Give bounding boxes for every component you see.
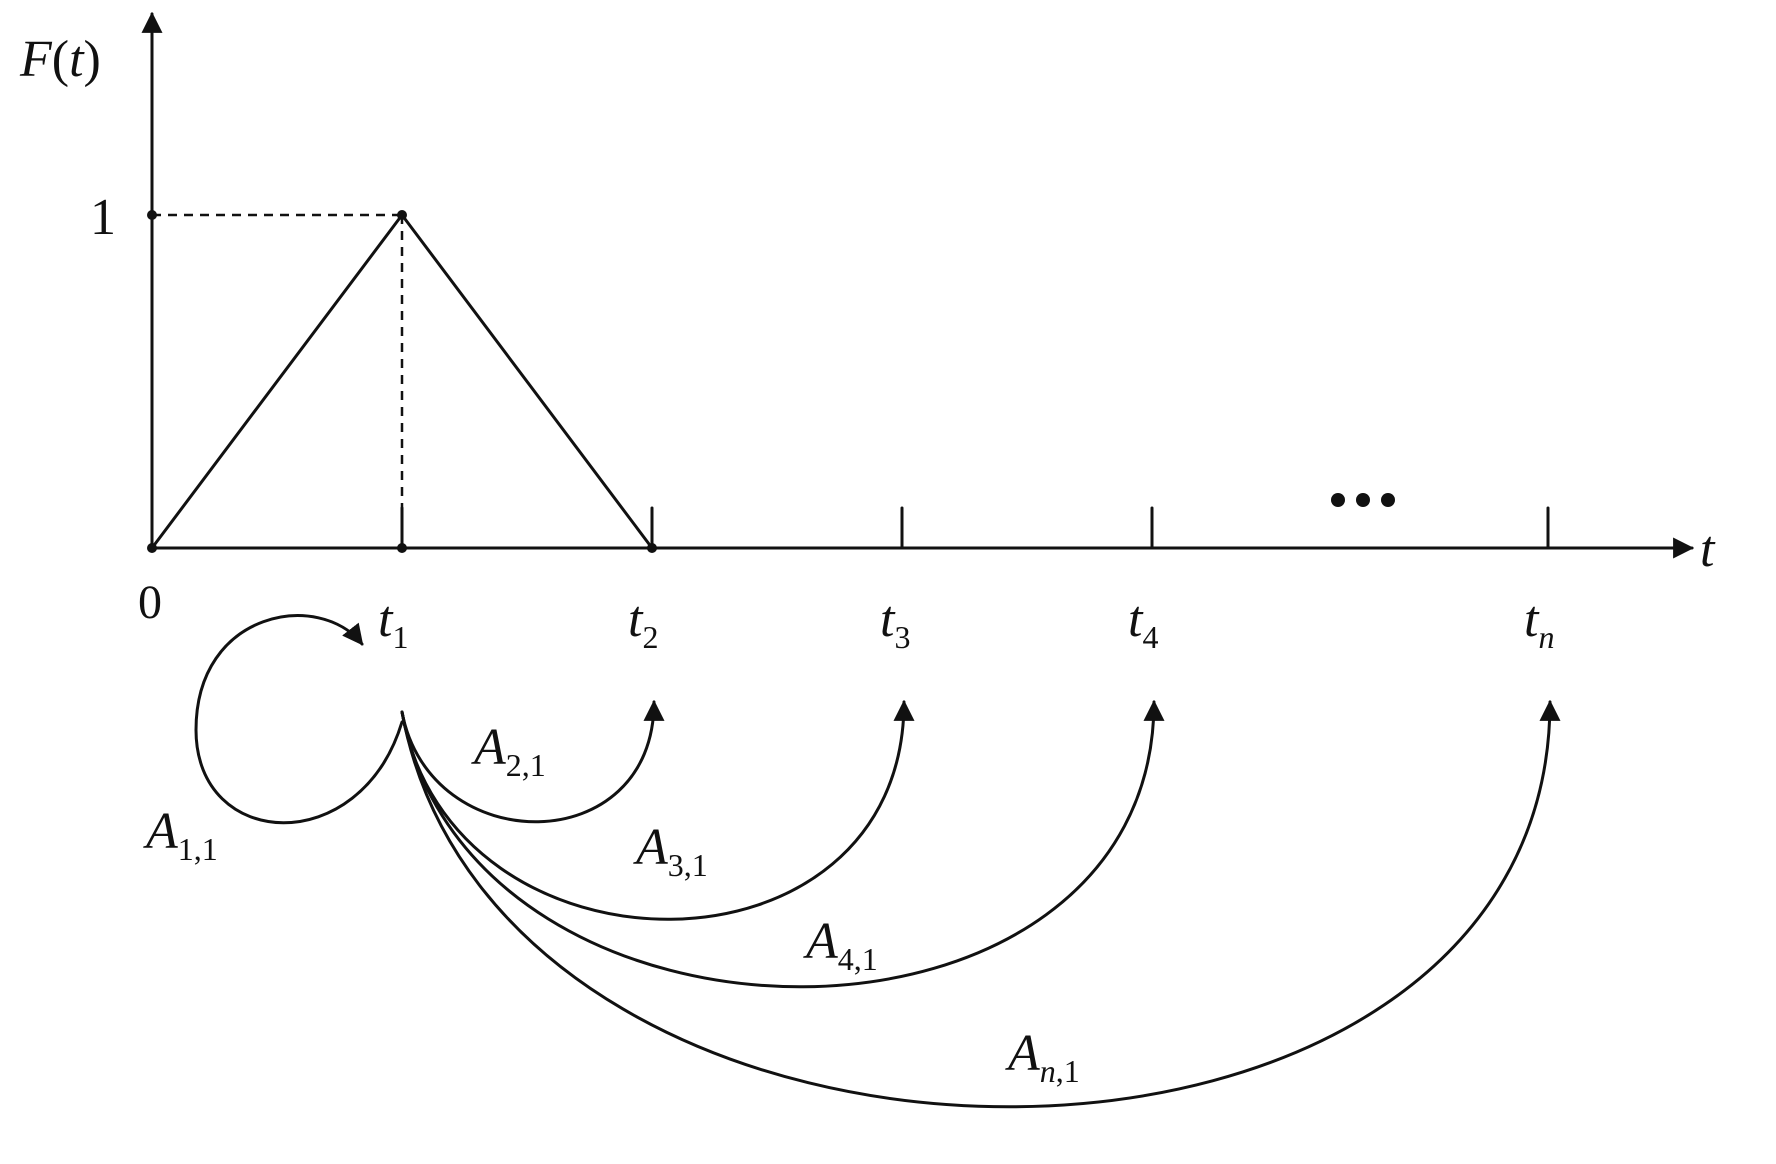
label-a11: A1,1	[143, 803, 218, 867]
axis-ellipsis	[1331, 493, 1395, 507]
time-label-tn: tn	[1524, 591, 1554, 655]
label-a21: A2,1	[471, 719, 546, 783]
origin-label: 0	[138, 576, 162, 629]
arc-a41	[400, 699, 1165, 989]
label-a41: A4,1	[803, 913, 878, 977]
time-label-t2: t2	[628, 591, 658, 655]
time-label-t3: t3	[880, 591, 910, 655]
time-label-t4: t4	[1128, 591, 1158, 655]
peak-dot	[397, 210, 407, 220]
label-an1: An,1	[1005, 1025, 1080, 1089]
label-an1-sub-suffix: ,1	[1056, 1053, 1080, 1089]
y-tick-label-1: 1	[90, 189, 116, 246]
arc-a21	[400, 699, 665, 824]
x-axis-label: t	[1700, 521, 1716, 578]
origin-dot	[147, 543, 157, 553]
y-tick-dot	[147, 210, 157, 220]
time-label-t1: t1	[378, 591, 408, 655]
y-axis-label: F(t)	[19, 31, 101, 88]
arc-an1	[400, 699, 1561, 1109]
label-a31: A3,1	[633, 819, 708, 883]
arc-a31	[400, 699, 915, 921]
arc-a11	[194, 614, 404, 825]
